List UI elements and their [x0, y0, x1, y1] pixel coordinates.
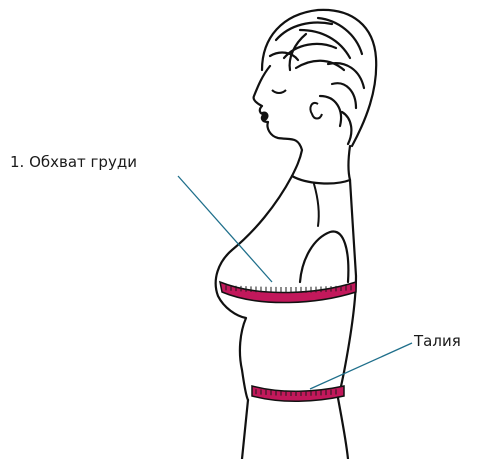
- armhole: [300, 232, 348, 282]
- bust-leader-line: [178, 176, 272, 282]
- bust-label: 1. Обхват груди: [10, 155, 137, 170]
- neckline: [292, 176, 350, 183]
- waist-leader-line: [310, 343, 412, 389]
- hair: [262, 10, 376, 146]
- lips: [262, 111, 269, 121]
- shoulder-seam: [314, 184, 319, 226]
- waist-tape: [252, 386, 344, 401]
- closed-eye: [272, 90, 286, 93]
- face-profile: [254, 66, 302, 176]
- neck: [349, 146, 351, 180]
- bust-tape: [220, 282, 356, 303]
- waist-label: Талия: [414, 334, 461, 349]
- lower-body-back: [338, 398, 348, 459]
- ear: [310, 103, 322, 119]
- lower-body-front: [242, 400, 248, 459]
